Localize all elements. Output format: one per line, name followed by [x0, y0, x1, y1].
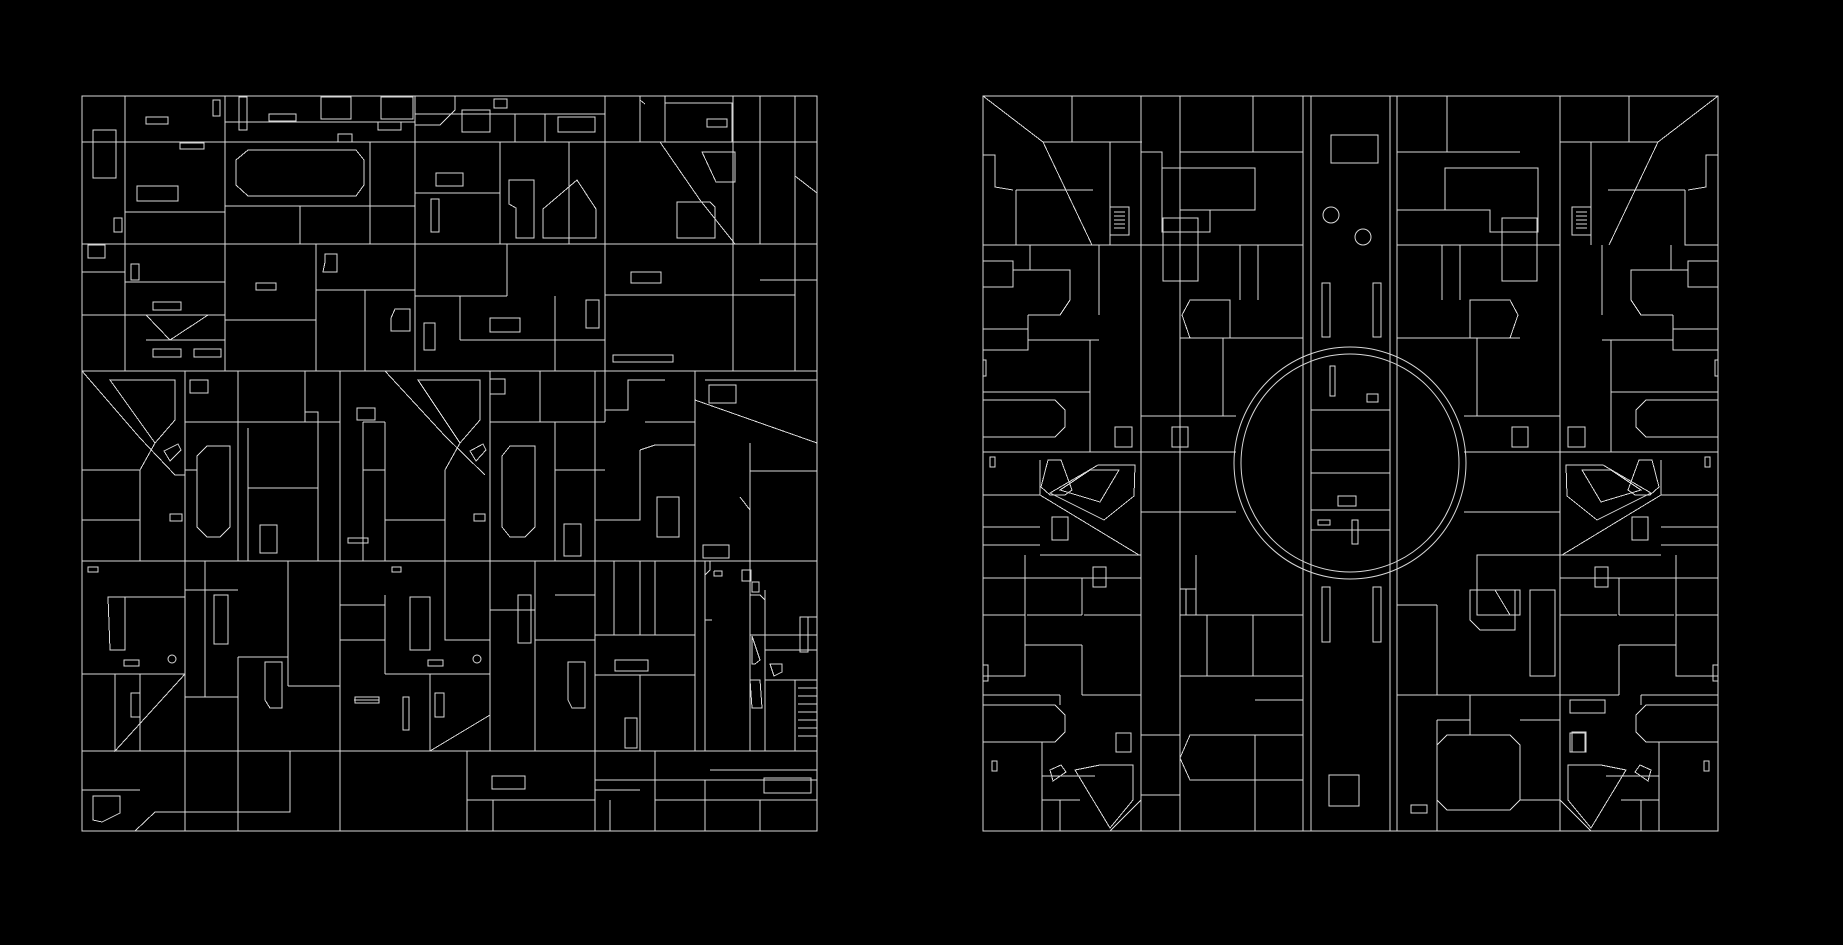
central-circle-plaza [1141, 346, 1560, 580]
map-panel-left [81, 95, 818, 832]
block-center-west [1140, 96, 1303, 831]
map-border [982, 95, 1719, 832]
block-middle-east [384, 370, 818, 561]
block-bottom-band [82, 751, 817, 832]
map-border [81, 95, 818, 832]
central-avenue [1140, 96, 1561, 831]
block-top-band [82, 96, 818, 371]
map-panel-right [982, 95, 1719, 832]
block-east [1559, 95, 1719, 832]
block-lower-band [82, 561, 817, 753]
block-center-east [1397, 96, 1560, 831]
block-west [982, 95, 1142, 832]
block-second-band [225, 244, 817, 371]
block-middle-west [81, 370, 386, 561]
